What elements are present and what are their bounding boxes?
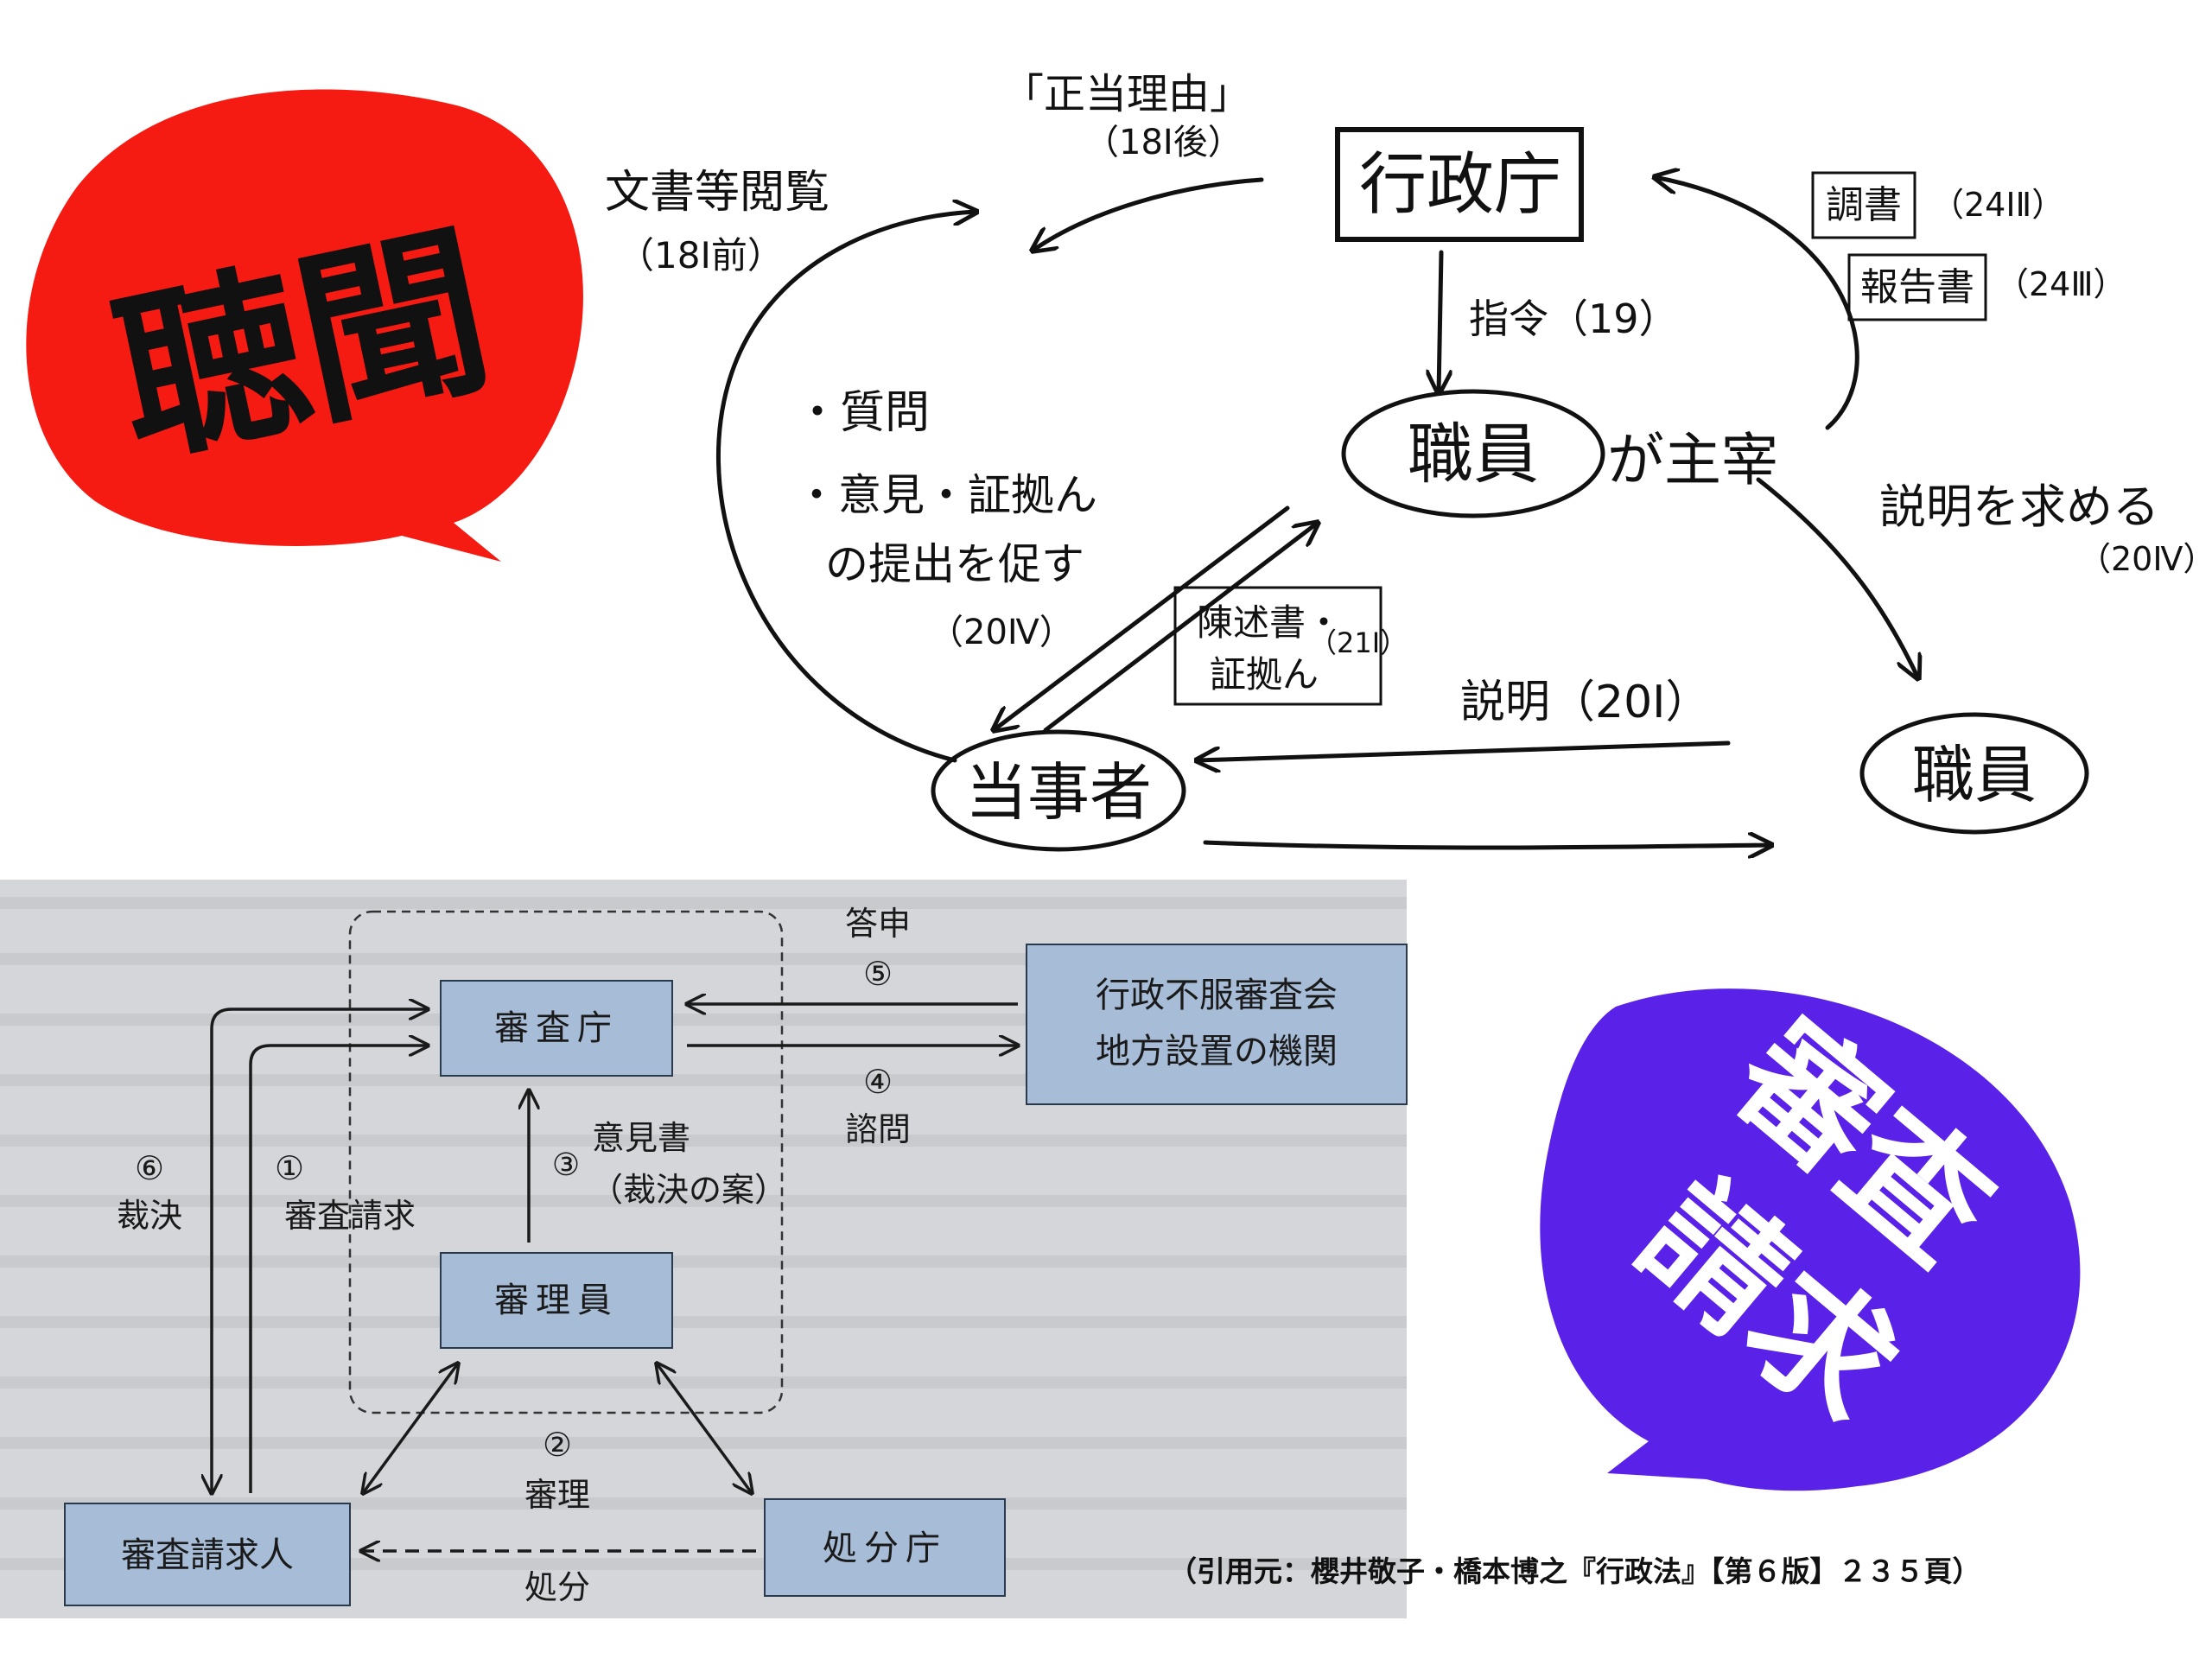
presides-label: が主宰: [1607, 427, 1778, 493]
step5-num: ⑤: [863, 955, 893, 993]
document-view-arrow: [716, 212, 976, 763]
order-arrow: [1439, 250, 1441, 393]
step5-label: 答申: [845, 905, 911, 943]
party-ellipse: [931, 729, 1186, 852]
official-right-label: 職員: [1912, 739, 2037, 811]
step2-num: ②: [543, 1426, 572, 1464]
report-arrow: [1655, 177, 1859, 430]
just-reason-label: 「正当理由」: [1002, 70, 1251, 118]
statement-label-1: 陳述書・: [1197, 601, 1342, 644]
record-label: 調書: [1826, 183, 1902, 227]
just-reason-ref: （18Ⅰ後）: [1084, 123, 1243, 162]
council-box: [1026, 944, 1408, 1105]
hearing-bubble-shape: [26, 89, 583, 562]
official-center-ellipse: [1341, 389, 1605, 518]
official-right-ellipse: [1859, 712, 2089, 835]
step1-num: ①: [275, 1149, 304, 1187]
disposer-label: 処分庁: [823, 1529, 947, 1568]
opinion-ref: （20Ⅳ）: [929, 613, 1074, 652]
document-view-label: 文書等閲覧: [605, 167, 830, 219]
decision-arrow: [212, 1009, 428, 1493]
question-label: ・質問: [795, 387, 930, 439]
review-bubble: 審査 請求: [1540, 988, 2081, 1491]
statement-ref: （21Ⅰ）: [1309, 626, 1408, 659]
request-explain-arrow: [1756, 477, 1918, 678]
party-to-official-arrow: [1203, 842, 1771, 848]
request-arrow: [249, 1046, 428, 1493]
report-label: 報告書: [1860, 265, 1974, 309]
opinion-label-1: ・意見・証拠ん: [795, 470, 1097, 520]
hearing-bubble: 聴聞: [26, 89, 583, 562]
agency-box: [440, 980, 673, 1077]
hearing-diagram: [716, 127, 2089, 852]
opinion-label-2: の提出を促す: [825, 539, 1084, 589]
step3-label-2: （裁決の案）: [590, 1171, 787, 1209]
order-label: 指令（19）: [1469, 296, 1679, 342]
review-diagram: 審査庁 審理員 行政不服審査会 地方設置の機関 審査請求人 処分庁 ⑤ 答申 ④…: [0, 880, 1408, 1618]
review-arrows: [212, 1004, 1018, 1551]
council-label-1: 行政不服審査会: [1096, 976, 1338, 1015]
just-reason-arrow: [1033, 177, 1264, 251]
record-ref: （24ⅠⅡ）: [1931, 186, 2064, 224]
statement-box: [1173, 586, 1382, 706]
step4-label: 諮問: [845, 1110, 911, 1148]
step3-label-1: 意見書: [592, 1119, 690, 1157]
step2-label: 審理: [524, 1476, 590, 1514]
agency-label: 審査庁: [494, 1008, 619, 1048]
step6-num: ⑥: [135, 1149, 164, 1187]
request-explain-label: 説明を求める: [1879, 480, 2159, 534]
agency-label: 行政庁: [1359, 146, 1561, 224]
disposition-label: 処分: [524, 1568, 590, 1606]
step1-label: 審査請求: [284, 1197, 416, 1235]
disposer-box: [764, 1498, 1006, 1597]
step4-num: ④: [863, 1063, 893, 1101]
explain-label: 説明（20Ⅰ）: [1460, 677, 1711, 728]
review-bubble-shape: [1540, 988, 2081, 1491]
examiner-box: [440, 1252, 673, 1349]
question-arrow: [994, 505, 1290, 730]
report-ref: （24Ⅲ）: [1996, 265, 2126, 303]
examination-arrow-right: [657, 1363, 752, 1493]
requester-box: [64, 1503, 351, 1606]
document-view-ref: （18Ⅰ前）: [618, 234, 784, 276]
report-box: [1847, 253, 1987, 321]
hearing-diagram-labels: 行政庁 職員 が主宰 当事者 職員 指令（19） 文書等閲覧 （18Ⅰ前） 「正…: [605, 70, 2212, 829]
statement-arrow: [1043, 523, 1318, 733]
step3-num: ③: [552, 1147, 580, 1183]
examiner-label: 審理員: [494, 1281, 619, 1320]
request-explain-ref: （20Ⅳ）: [2078, 540, 2212, 578]
agency-box: [1335, 127, 1584, 242]
step6-label: 裁決: [117, 1197, 182, 1235]
requester-label: 審査請求人: [121, 1535, 294, 1575]
council-label-2: 地方設置の機関: [1096, 1032, 1338, 1071]
party-label: 当事者: [965, 756, 1152, 829]
record-box: [1811, 171, 1916, 239]
official-center-label: 職員: [1408, 416, 1539, 493]
statement-label-2: 証拠ん: [1210, 653, 1319, 696]
examination-arrow-left: [363, 1363, 458, 1493]
explain-arrow: [1197, 741, 1731, 760]
citation: （引用元：櫻井敬子・橋本博之『行政法』【第６版】２３５頁）: [1168, 1554, 1981, 1588]
